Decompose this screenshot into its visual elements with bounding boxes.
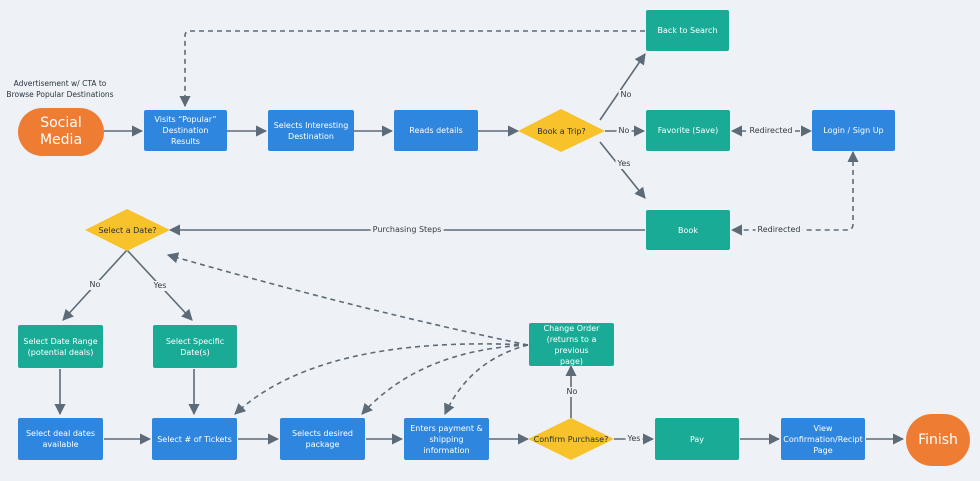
edge-label-no-back: No — [618, 90, 634, 100]
select-a-date-diamond — [85, 209, 170, 251]
change-order-box[interactable]: Change Order (returns to a previous page… — [529, 323, 614, 366]
finish-end[interactable]: Finish — [906, 414, 970, 466]
edge-label-no-confirm: No — [564, 387, 580, 397]
edge-book-trip-to-back — [599, 53, 646, 121]
advertisement-note: Advertisement w/ CTA to Browse Popular D… — [6, 79, 114, 99]
reads-details-box[interactable]: Reads details — [394, 110, 478, 151]
confirm-purchase-diamond — [528, 418, 614, 460]
edge-change-to-payment — [444, 344, 529, 416]
edge-label-redirected-bottom: Redirected — [755, 225, 803, 235]
edge-change-to-date — [166, 252, 529, 346]
edge-change-to-package — [361, 344, 529, 415]
edge-back-to-visits — [179, 30, 645, 108]
edge-book-trip-to-book — [599, 141, 646, 199]
edge-label-redirected-top: Redirected — [747, 126, 795, 136]
book-box[interactable]: Book — [646, 210, 730, 250]
edge-label-yes-date: Yes — [151, 281, 169, 291]
login-signup-box[interactable]: Login / Sign Up — [812, 110, 895, 151]
selects-package-box[interactable]: Selects desired package — [280, 418, 365, 460]
select-specific-dates-box[interactable]: Select Specific Date(s) — [153, 325, 237, 368]
edge-label-purchasing-steps: Purchasing Steps — [370, 225, 444, 235]
edge-change-to-tickets — [234, 343, 529, 415]
edge-login-to-book — [730, 150, 859, 236]
select-tickets-box[interactable]: Select # of Tickets — [152, 418, 237, 460]
edge-label-no-date: No — [87, 280, 103, 290]
edge-label-yes-book: Yes — [615, 159, 633, 169]
pay-box[interactable]: Pay — [655, 418, 739, 460]
visits-popular-box[interactable]: Visits “Popular” Destination Results — [144, 110, 227, 151]
edge-label-no-favorite: No — [616, 126, 632, 136]
back-to-search-box[interactable]: Back to Search — [646, 10, 729, 51]
favorite-box[interactable]: Favorite (Save) — [646, 110, 730, 151]
book-a-trip-diamond — [518, 109, 605, 152]
select-date-range-box[interactable]: Select Date Range (potential deals) — [18, 325, 103, 368]
select-deal-dates-box[interactable]: Select deal dates available — [18, 418, 103, 460]
enters-payment-box[interactable]: Enters payment & shipping information — [404, 418, 489, 460]
social-media-start[interactable]: Social Media — [18, 108, 104, 156]
view-confirmation-box[interactable]: View Confirmation/Recipt Page — [781, 418, 865, 460]
edge-label-yes-confirm: Yes — [625, 434, 643, 444]
selects-interesting-box[interactable]: Selects Interesting Destination — [268, 110, 354, 151]
